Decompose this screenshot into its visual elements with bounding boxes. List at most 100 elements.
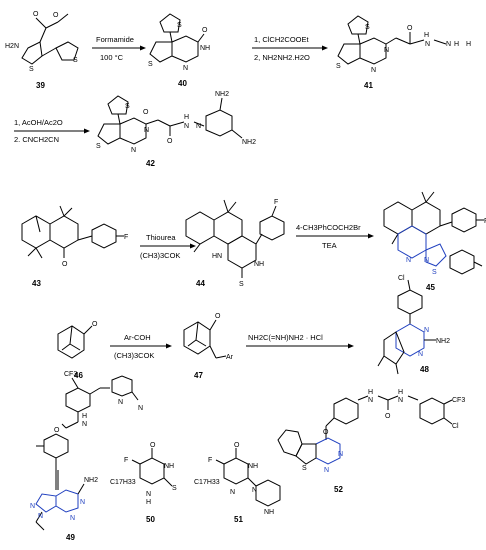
atom-n: N bbox=[368, 397, 373, 404]
reaction-2-step-1: 1, ClCH2COOEt bbox=[254, 35, 310, 44]
atom-s: S bbox=[177, 22, 182, 29]
atom-h: H bbox=[82, 413, 87, 420]
compound-number-41: 41 bbox=[364, 81, 373, 90]
structure-41: S O H N N H H N N S 41 bbox=[336, 15, 471, 90]
compound-number-47: 47 bbox=[194, 371, 203, 380]
atom-h: H bbox=[454, 41, 459, 48]
atom-n: N bbox=[184, 123, 189, 130]
atom-nh2: NH2 bbox=[242, 139, 256, 146]
atom-n: N bbox=[398, 397, 403, 404]
atom-o: O bbox=[385, 413, 391, 420]
atom-n: N bbox=[70, 515, 75, 522]
atom-o: O bbox=[54, 427, 60, 434]
structure-43: F O 43 bbox=[21, 205, 128, 288]
reaction-3-step-1: 1, AcOH/Ac2O bbox=[14, 118, 63, 127]
atom-n: N bbox=[196, 123, 201, 130]
atom-s: S bbox=[239, 281, 244, 288]
compound-number-45: 45 bbox=[426, 283, 435, 292]
atom-n: N bbox=[324, 467, 329, 474]
atom-s: S bbox=[432, 269, 437, 276]
structure-47: O Ar 47 bbox=[183, 313, 234, 380]
atom-s: S bbox=[29, 66, 34, 73]
atom-s: S bbox=[125, 103, 130, 110]
atom-nh: NH bbox=[248, 463, 258, 470]
compound-number-46: 46 bbox=[74, 371, 83, 380]
atom-cl: Cl bbox=[452, 423, 459, 430]
atom-h2n: H2N bbox=[5, 43, 19, 50]
atom-o: O bbox=[33, 11, 39, 18]
atom-nh2: NH2 bbox=[215, 91, 229, 98]
compound-number-39: 39 bbox=[36, 81, 45, 90]
atom-n: N bbox=[138, 405, 143, 412]
atom-f: F bbox=[124, 457, 128, 464]
structure-46: O 46 bbox=[57, 321, 98, 380]
arrowhead bbox=[84, 128, 90, 134]
reaction-2-step-2: 2, NH2NH2.H2O bbox=[254, 53, 310, 62]
atom-h: H bbox=[466, 41, 471, 48]
atom-o: O bbox=[62, 261, 68, 268]
compound-number-43: 43 bbox=[32, 279, 41, 288]
atom-nh: NH bbox=[164, 463, 174, 470]
substituent-c17h33: C17H33 bbox=[194, 479, 220, 486]
atom-n: N bbox=[80, 499, 85, 506]
arrowhead bbox=[190, 243, 196, 249]
reaction-6-reagent: Ar-COH bbox=[124, 333, 151, 342]
structure-49: CF3 N N O N H NH2 N N N N 49 bbox=[30, 371, 143, 542]
atom-h: H bbox=[146, 499, 151, 506]
atom-n: N bbox=[144, 127, 149, 134]
atom-f: F bbox=[274, 199, 278, 206]
atom-o: O bbox=[215, 313, 221, 320]
atom-o: O bbox=[323, 429, 329, 436]
structure-48: Cl N N NH2 48 bbox=[377, 275, 450, 375]
structure-40: S O NH N S 40 bbox=[148, 13, 210, 88]
atom-n: N bbox=[183, 65, 188, 72]
compound-number-42: 42 bbox=[146, 159, 155, 168]
compound-number-49: 49 bbox=[66, 533, 75, 542]
reaction-7-reagent: NH2C(=NH)NH2 · HCl bbox=[248, 333, 323, 342]
reaction-5-base: TEA bbox=[322, 241, 337, 250]
atom-nh: NH bbox=[254, 261, 264, 268]
atom-o: O bbox=[202, 27, 208, 34]
atom-n: N bbox=[371, 67, 376, 74]
reaction-4-reagent: Thiourea bbox=[146, 233, 176, 242]
arrowhead bbox=[368, 233, 374, 239]
structure-51: O F NH N N NH C17H33 51 bbox=[194, 442, 281, 524]
arrowhead bbox=[166, 343, 172, 349]
atom-n: N bbox=[38, 513, 43, 520]
reaction-6-base: (CH3)3COK bbox=[114, 351, 154, 360]
structure-52: H N H N O CF3 Cl O N N S 52 bbox=[277, 389, 465, 494]
atom-s: S bbox=[148, 61, 153, 68]
atom-n: N bbox=[424, 257, 429, 264]
atom-o: O bbox=[407, 25, 413, 32]
atom-n: N bbox=[424, 327, 429, 334]
atom-n: N bbox=[425, 41, 430, 48]
atom-s: S bbox=[172, 485, 177, 492]
structure-45: F N N S 45 bbox=[383, 191, 486, 292]
reaction-5-reagent: 4-CH3PhCOCH2Br bbox=[296, 223, 361, 232]
atom-n: N bbox=[252, 487, 257, 494]
atom-n: N bbox=[146, 491, 151, 498]
atom-h: H bbox=[398, 389, 403, 396]
arrowhead bbox=[348, 343, 354, 349]
atom-n: N bbox=[118, 399, 123, 406]
atom-h: H bbox=[184, 114, 189, 121]
structure-39: O O H2N S S 39 bbox=[5, 11, 79, 90]
atom-o: O bbox=[92, 321, 98, 328]
reaction-1-temperature: 100 °C bbox=[100, 53, 124, 62]
atom-nh2: NH2 bbox=[436, 338, 450, 345]
atom-cf3: CF3 bbox=[64, 371, 77, 378]
arrowhead bbox=[322, 45, 328, 51]
atom-n: N bbox=[338, 451, 343, 458]
atom-nh2: NH2 bbox=[84, 477, 98, 484]
compound-number-40: 40 bbox=[178, 79, 187, 88]
atom-s: S bbox=[365, 24, 370, 31]
atom-hn: HN bbox=[212, 253, 222, 260]
atom-o: O bbox=[234, 442, 240, 449]
atom-h: H bbox=[368, 389, 373, 396]
substituent-c17h33: C17H33 bbox=[110, 479, 136, 486]
atom-n: N bbox=[446, 41, 451, 48]
arrowhead bbox=[140, 45, 146, 51]
atom-s: S bbox=[73, 57, 78, 64]
atom-o: O bbox=[143, 109, 149, 116]
